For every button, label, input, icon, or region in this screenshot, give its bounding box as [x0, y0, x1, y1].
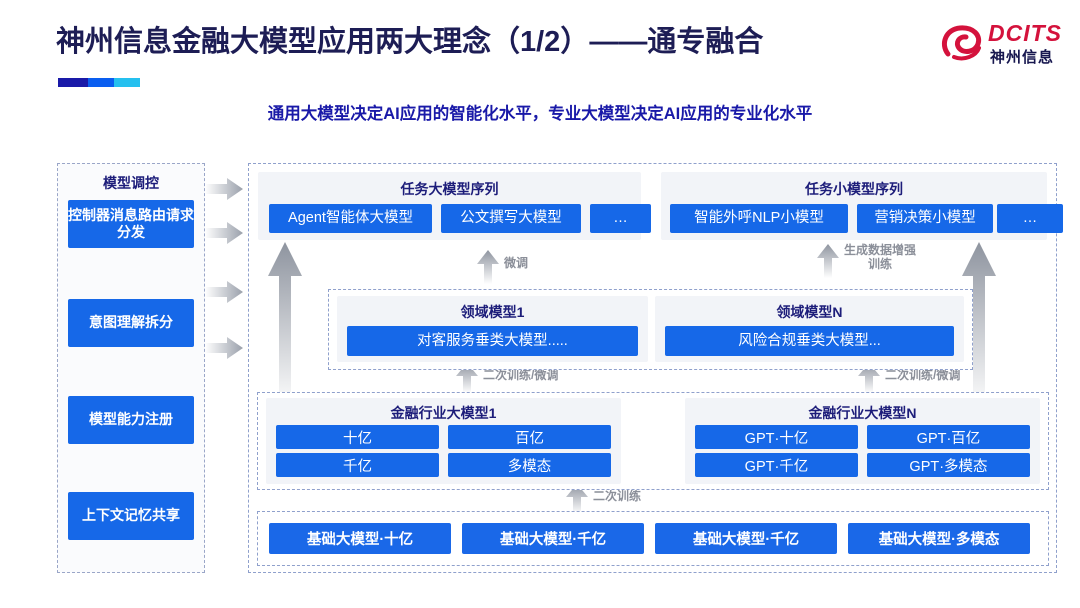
- sidebar-item-intent-parsing[interactable]: 意图理解拆分: [68, 299, 194, 347]
- accent-segment-2: [87, 78, 114, 87]
- base-model-box-2[interactable]: 基础大模型·千亿: [462, 523, 644, 554]
- industry-model-1-title: 金融行业大模型1: [390, 405, 497, 421]
- domain-model-1-chip[interactable]: 对客服务垂类大模型.....: [347, 326, 638, 356]
- up-arrow-data-augment: [817, 244, 839, 278]
- industry-model-n-box-4[interactable]: GPT·多模态: [867, 453, 1030, 477]
- industry-model-1: 金融行业大模型1 十亿 百亿 千亿 多模态: [266, 398, 621, 484]
- logo-swirl-icon: [940, 24, 984, 64]
- up-arrow-retrain-finetune-left: [456, 363, 478, 393]
- arrow-label-retrain-finetune-left: 二次训练/微调: [483, 368, 559, 382]
- page-subtitle: 通用大模型决定AI应用的智能化水平，专业大模型决定AI应用的专业化水平: [267, 105, 813, 123]
- industry-model-n-title: 金融行业大模型N: [808, 405, 917, 421]
- task-small-chip-nlp-outbound[interactable]: 智能外呼NLP小模型: [670, 204, 848, 233]
- industry-model-n: 金融行业大模型N GPT·十亿 GPT·百亿 GPT·千亿 GPT·多模态: [685, 398, 1040, 484]
- up-arrow-industry-to-task-large: [268, 242, 302, 410]
- industry-model-n-box-1[interactable]: GPT·十亿: [695, 425, 858, 449]
- arrow-label-data-augment: 生成数据增强 训练: [844, 243, 917, 271]
- base-model-box-3[interactable]: 基础大模型·千亿: [655, 523, 837, 554]
- industry-model-n-box-2[interactable]: GPT·百亿: [867, 425, 1030, 449]
- industry-model-1-box-4[interactable]: 多模态: [448, 453, 611, 477]
- task-small-model-sequence-title: 任务小模型序列: [805, 181, 903, 197]
- model-control-panel: 模型调控 控制器消息路由请求分发 意图理解拆分 模型能力注册 上下文记忆共享: [57, 163, 205, 573]
- up-arrow-industry-to-task-small: [962, 242, 996, 410]
- task-small-chip-marketing[interactable]: 营销决策小模型: [857, 204, 993, 233]
- task-large-model-sequence-title: 任务大模型序列: [400, 181, 499, 197]
- task-large-chip-more[interactable]: …: [590, 204, 651, 233]
- flow-arrow-right-3: [205, 281, 243, 303]
- dcits-logo: DCITS 神州信息: [940, 18, 1068, 72]
- task-large-chip-agent[interactable]: Agent智能体大模型: [269, 204, 432, 233]
- logo-wordmark-en: DCITS: [988, 20, 1062, 46]
- page-title: 神州信息金融大模型应用两大理念（1/2）——通专融合: [56, 26, 764, 58]
- task-large-model-sequence: 任务大模型序列 Agent智能体大模型 公文撰写大模型 …: [258, 172, 651, 240]
- base-model-group: 基础大模型·十亿 基础大模型·千亿 基础大模型·千亿 基础大模型·多模态: [257, 511, 1049, 566]
- domain-model-1: 领域模型1 对客服务垂类大模型.....: [337, 296, 648, 362]
- model-control-title: 模型调控: [103, 175, 159, 191]
- domain-model-n-chip[interactable]: 风险合规垂类大模型...: [665, 326, 954, 356]
- industry-model-group: 金融行业大模型1 十亿 百亿 千亿 多模态 金融行业大模型N GPT·十亿 GP…: [257, 392, 1049, 490]
- domain-model-n: 领域模型N 风险合规垂类大模型...: [655, 296, 964, 362]
- arrow-label-retrain: 二次训练: [593, 489, 642, 503]
- arrow-label-finetune: 微调: [504, 256, 529, 270]
- domain-model-1-title: 领域模型1: [460, 304, 525, 320]
- up-arrow-retrain: [566, 484, 588, 514]
- base-model-box-1[interactable]: 基础大模型·十亿: [269, 523, 451, 554]
- accent-segment-3: [113, 78, 140, 87]
- task-small-model-sequence: 任务小模型序列 智能外呼NLP小模型 营销决策小模型 …: [661, 172, 1063, 240]
- task-small-chip-more[interactable]: …: [997, 204, 1063, 233]
- title-accent-bar: [58, 78, 140, 87]
- arrow-label-retrain-finetune-right: 二次训练/微调: [885, 368, 961, 382]
- industry-model-1-box-1[interactable]: 十亿: [276, 425, 439, 449]
- model-stack-panel: 微调 生成数据增强 训练 二次训练/微调: [248, 163, 1063, 573]
- industry-model-1-box-2[interactable]: 百亿: [448, 425, 611, 449]
- industry-model-n-box-3[interactable]: GPT·千亿: [695, 453, 858, 477]
- flow-arrow-right-1: [205, 178, 243, 200]
- accent-segment-1: [58, 78, 88, 87]
- base-model-box-4[interactable]: 基础大模型·多模态: [848, 523, 1030, 554]
- domain-model-group: 领域模型1 对客服务垂类大模型..... 领域模型N 风险合规垂类大模型...: [328, 289, 973, 370]
- sidebar-item-controller-routing[interactable]: 控制器消息路由请求分发: [68, 200, 194, 248]
- flow-arrow-right-2: [205, 222, 243, 244]
- sidebar-item-context-memory[interactable]: 上下文记忆共享: [68, 492, 194, 540]
- domain-model-n-title: 领域模型N: [776, 304, 843, 320]
- task-large-chip-document[interactable]: 公文撰写大模型: [441, 204, 581, 233]
- up-arrow-finetune: [477, 250, 499, 284]
- logo-wordmark-cn: 神州信息: [990, 49, 1055, 66]
- up-arrow-retrain-finetune-right: [858, 363, 880, 393]
- sidebar-item-capability-registry[interactable]: 模型能力注册: [68, 396, 194, 444]
- industry-model-1-box-3[interactable]: 千亿: [276, 453, 439, 477]
- flow-arrow-right-4: [205, 337, 243, 359]
